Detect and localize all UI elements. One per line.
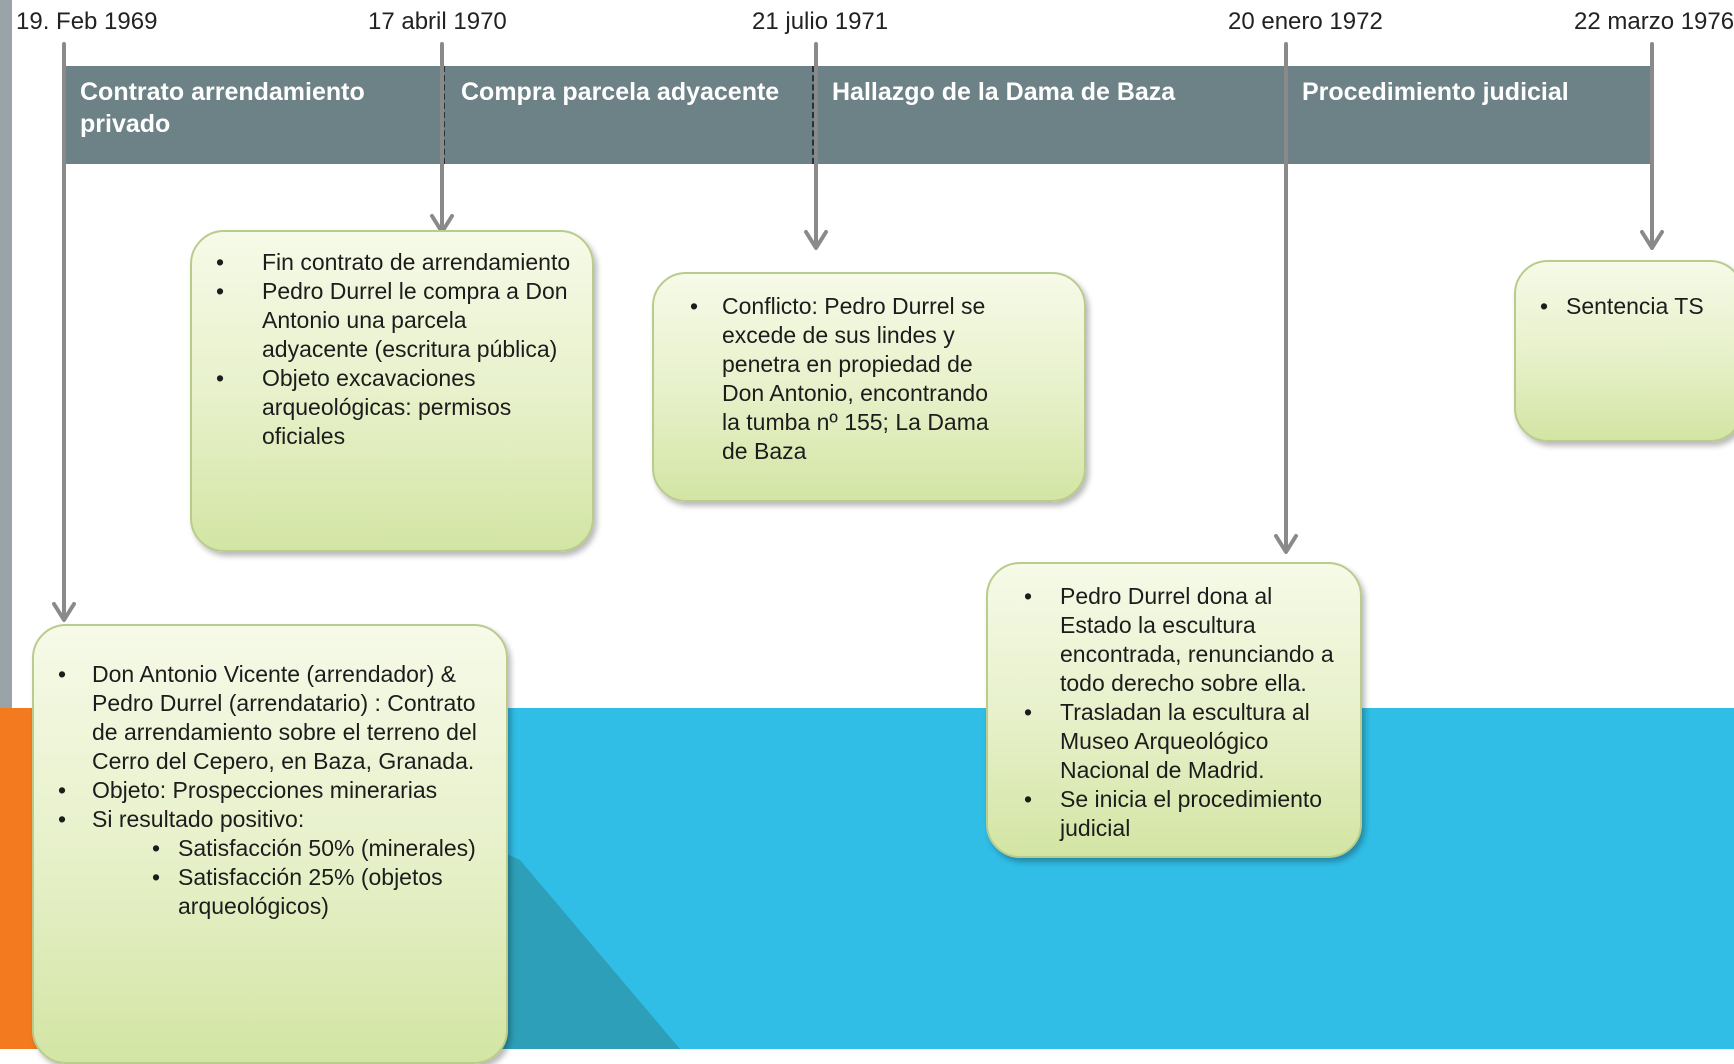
event-item: Don Antonio Vicente (arrendador) & Pedro… [34, 660, 506, 776]
event-callout-1972: Pedro Durrel dona al Estado la escultura… [986, 562, 1362, 858]
date-label-1970: 17 abril 1970 [368, 8, 507, 35]
date-label-1976: 22 marzo 1976 [1574, 8, 1734, 35]
event-list-1970: Fin contrato de arrendamiento Pedro Durr… [192, 248, 578, 451]
event-list-1969: Don Antonio Vicente (arrendador) & Pedro… [34, 660, 506, 834]
event-sublist-1969: Satisfacción 50% (minerales) Satisfacció… [34, 834, 506, 921]
event-subitem: Satisfacción 50% (minerales) [152, 834, 506, 863]
photo-edge-strip [0, 0, 12, 708]
event-subitem: Satisfacción 25% (objetos arqueológicos) [152, 863, 506, 921]
phase-divider-1971 [812, 66, 815, 164]
event-item: Objeto: Prospecciones minerarias [34, 776, 506, 805]
event-callout-1969: Don Antonio Vicente (arrendador) & Pedro… [32, 624, 508, 1064]
date-label-1972: 20 enero 1972 [1228, 8, 1383, 35]
phase-bar: Contrato arrendamiento privado Compra pa… [66, 66, 1652, 164]
date-label-1969: 19. Feb 1969 [16, 8, 158, 35]
event-item: Trasladan la escultura al Museo Arqueoló… [988, 698, 1350, 785]
arrow-1969 [52, 42, 76, 622]
event-callout-1970: Fin contrato de arrendamiento Pedro Durr… [190, 230, 594, 552]
event-item: Si resultado positivo: [34, 805, 506, 834]
arrow-1970 [430, 42, 454, 234]
event-list-1976: Sentencia TS [1516, 292, 1734, 321]
phase-procedimiento: Procedimiento judicial [1302, 78, 1569, 106]
event-callout-1971: Conflicto: Pedro Durrel se excede de sus… [652, 272, 1086, 502]
event-item: Pedro Durrel le compra a Don Antonio una… [192, 277, 578, 364]
event-item: Conflicto: Pedro Durrel se excede de sus… [654, 292, 1004, 466]
arrow-1972 [1274, 42, 1298, 554]
arrow-1971 [804, 42, 828, 250]
event-callout-1976: Sentencia TS [1514, 260, 1734, 442]
arrow-1976 [1640, 42, 1664, 250]
event-item: Objeto excavaciones arqueológicas: permi… [192, 364, 578, 451]
event-list-1971: Conflicto: Pedro Durrel se excede de sus… [654, 292, 1004, 466]
date-label-1971: 21 julio 1971 [752, 8, 889, 35]
event-item: Pedro Durrel dona al Estado la escultura… [988, 582, 1350, 698]
event-item: Sentencia TS [1516, 292, 1734, 321]
event-item: Fin contrato de arrendamiento [192, 248, 578, 277]
phase-contrato: Contrato arrendamiento privado [80, 78, 365, 138]
event-list-1972: Pedro Durrel dona al Estado la escultura… [988, 582, 1350, 843]
orange-edge-strip [0, 708, 38, 1049]
phase-compra: Compra parcela adyacente [461, 78, 780, 106]
event-item: Se inicia el procedimiento judicial [988, 785, 1350, 843]
phase-hallazgo: Hallazgo de la Dama de Baza [832, 78, 1176, 106]
